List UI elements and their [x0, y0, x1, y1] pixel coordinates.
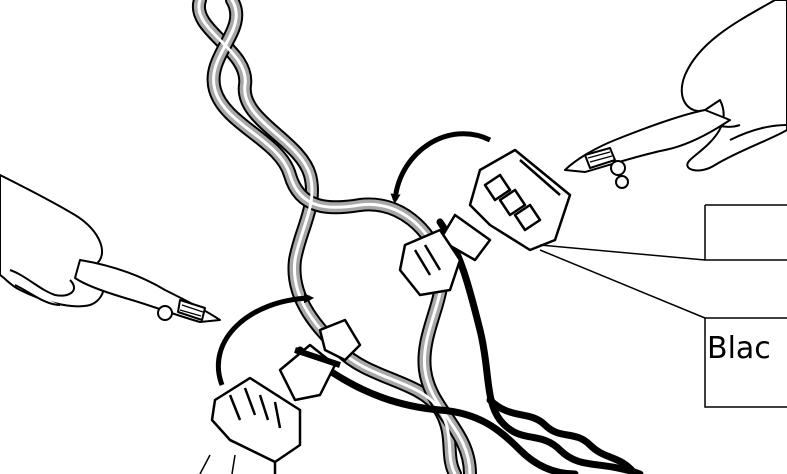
connector-icon: [212, 320, 360, 474]
callout-upper: [540, 205, 787, 260]
hand-icon: [0, 175, 104, 306]
hand-icon: [682, 0, 787, 170]
connector-icon: [400, 150, 570, 295]
callout-lower-label: Blac: [707, 331, 771, 366]
